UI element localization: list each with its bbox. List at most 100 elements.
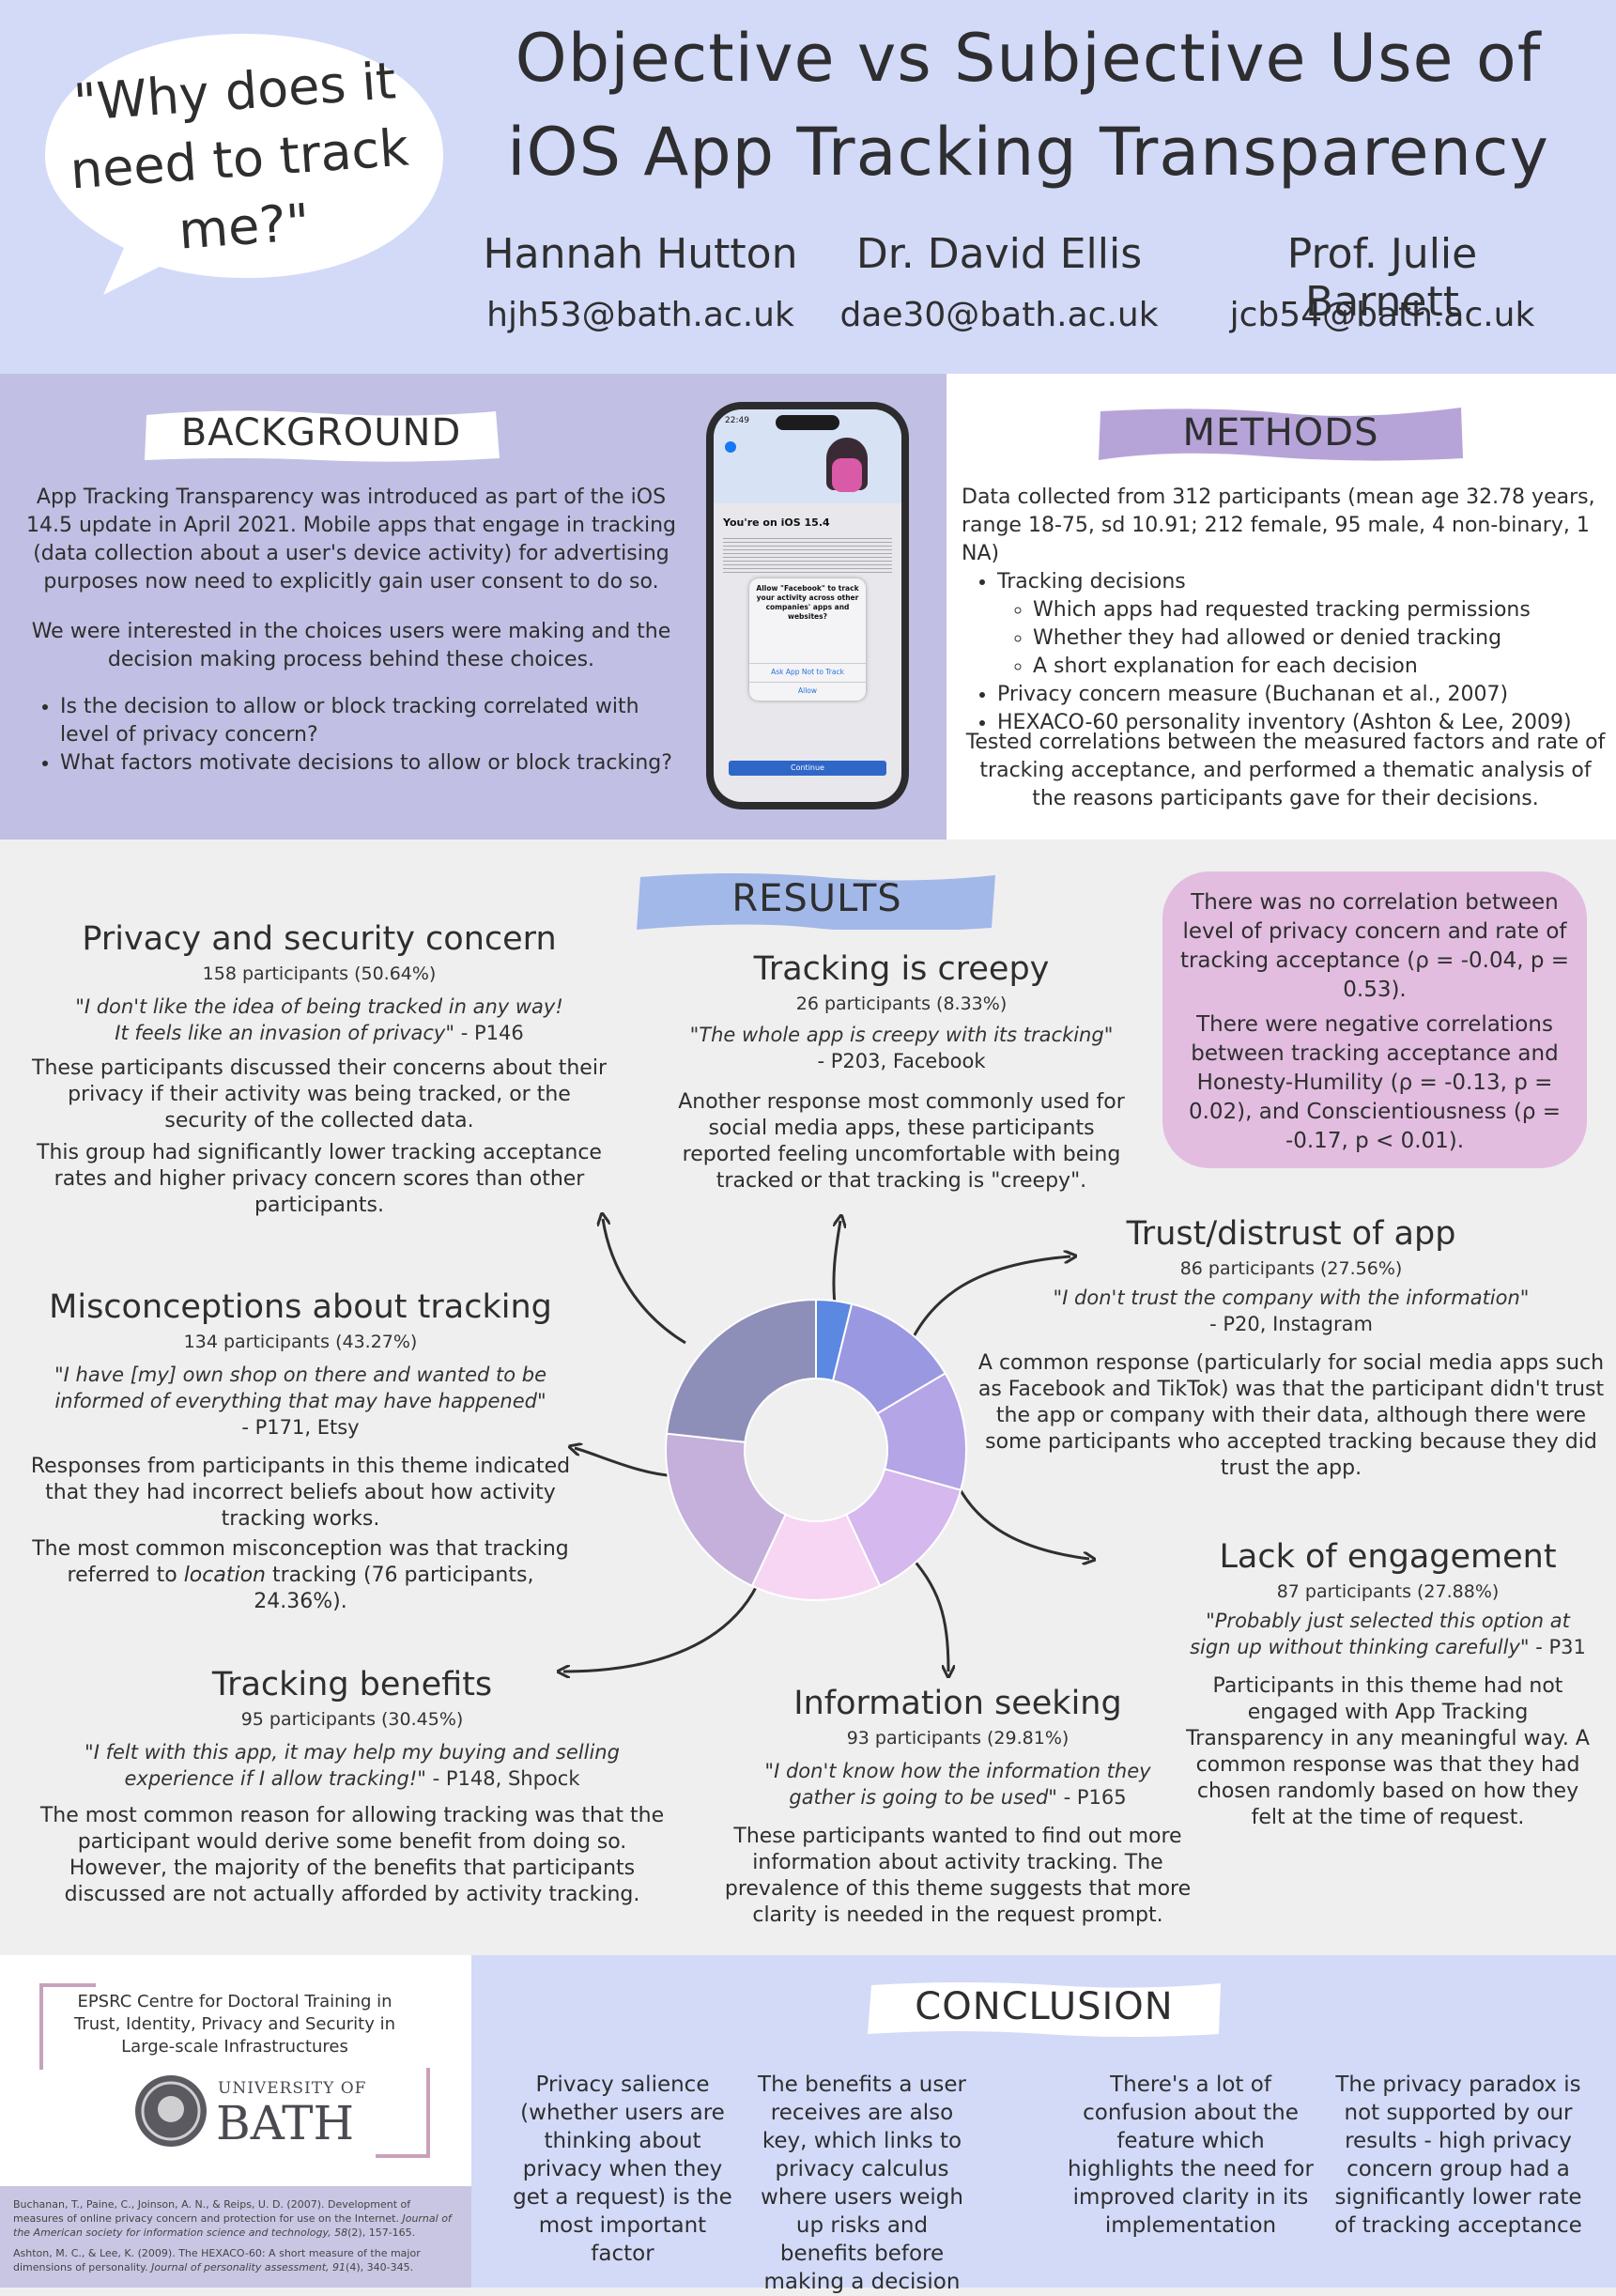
methods-item: Tracking decisions Which apps had reques… <box>997 568 1609 681</box>
ask-not-to-track-button[interactable]: Ask App Not to Track <box>749 663 866 676</box>
conclusion-point: There's a lot of confusion about the fea… <box>1068 2073 1314 2238</box>
continue-button[interactable]: Continue <box>729 761 886 776</box>
conclusion-heading-brush <box>868 1982 1221 2037</box>
cdt-text: EPSRC Centre for Doctoral Training in Tr… <box>74 1992 395 2057</box>
theme-attribution: - P171, Etsy <box>241 1416 360 1439</box>
arrow-engagement <box>947 1462 1089 1559</box>
allow-button[interactable]: Allow <box>749 682 866 695</box>
theme-description: Another response most commonly used for … <box>678 1090 1125 1193</box>
theme-information: Information seeking 93 participants (29.… <box>695 1685 1221 1929</box>
donut-chart <box>665 1298 967 1601</box>
donut-diagram <box>526 1202 1183 1728</box>
results-heading-brush <box>637 873 995 930</box>
conclusion-point: The benefits a user receives are also ke… <box>758 2073 966 2294</box>
theme-quote: "I don't like the idea of being tracked … <box>75 995 563 1044</box>
conclusion-point: The privacy paradox is not supported by … <box>1334 2073 1582 2238</box>
methods-subitem: Whether they had allowed or denied track… <box>1033 624 1609 653</box>
arrow-creepy <box>832 1221 840 1314</box>
reference-1: Buchanan, T., Paine, C., Joinson, A. N.,… <box>13 2198 452 2239</box>
theme-quote: "I don't trust the company with the info… <box>1053 1287 1530 1309</box>
arrow-privacy <box>603 1219 686 1345</box>
donut-segment-privacy <box>665 1298 817 1443</box>
correlation-text-1: There was no correlation between level o… <box>1179 890 1570 1002</box>
theme-finding: This group had significantly lower track… <box>37 1141 602 1217</box>
theme-title: Trust/distrust of app <box>1126 1215 1456 1253</box>
theme-attribution: - P203, Facebook <box>817 1050 986 1072</box>
question-item: Is the decision to allow or block tracki… <box>60 693 676 749</box>
university-name-line1: UNIVERSITY OF <box>218 2079 367 2098</box>
theme-count: 134 participants (43.27%) <box>183 1332 418 1352</box>
theme-trust: Trust/distrust of app 86 participants (2… <box>977 1215 1606 1482</box>
frame-line <box>376 2154 430 2158</box>
phone-screen-title: You're on iOS 15.4 <box>723 516 830 529</box>
dialog-title: Allow "Facebook" to track your activity … <box>756 584 859 621</box>
theme-quote: "Probably just selected this option at s… <box>1190 1610 1586 1658</box>
theme-quote: "I don't know how the information they g… <box>764 1760 1151 1809</box>
theme-description: A common response (particularly for soci… <box>977 1351 1605 1480</box>
theme-misconceptions: Misconceptions about tracking 134 partic… <box>19 1288 582 1615</box>
university-crest-icon <box>135 2075 207 2147</box>
methods-heading: METHODS <box>1182 411 1379 455</box>
theme-creepy: Tracking is creepy 26 participants (8.33… <box>648 950 1155 1194</box>
poster-title: Objective vs Subjective Use of iOS App T… <box>451 11 1606 199</box>
theme-title: Privacy and security concern <box>82 920 557 958</box>
arrow-benefits <box>563 1577 762 1672</box>
conclusion-heading: CONCLUSION <box>915 1985 1174 2028</box>
results-heading: RESULTS <box>731 877 902 920</box>
frame-line <box>39 1983 96 1987</box>
title-line-1: Objective vs Subjective Use of <box>515 20 1542 97</box>
background-questions: Is the decision to allow or block tracki… <box>28 693 676 778</box>
phone-screen: 22:49 You're on iOS 15.4 Allow "Facebook… <box>714 409 901 802</box>
theme-quote: "I have [my] own shop on there and wante… <box>54 1364 546 1412</box>
methods-heading-brush <box>1099 408 1463 461</box>
theme-description: Participants in this theme had not engag… <box>1186 1674 1590 1829</box>
theme-count: 26 participants (8.33%) <box>795 994 1008 1014</box>
university-name-line2: BATH <box>216 2096 355 2150</box>
tracking-dialog: Allow "Facebook" to track your activity … <box>749 578 866 701</box>
theme-description: The most common reason for allowing trac… <box>39 1804 665 1906</box>
theme-privacy: Privacy and security concern 158 partici… <box>28 920 610 1219</box>
reference-2: Ashton, M. C., & Lee, K. (2009). The HEX… <box>13 2247 421 2273</box>
theme-attribution: - P20, Instagram <box>1209 1313 1373 1335</box>
arrow-misconceptions <box>575 1448 679 1478</box>
author-name: Prof. Julie Barnett <box>1286 230 1478 326</box>
theme-title: Information seeking <box>793 1685 1122 1722</box>
frame-line <box>39 1983 43 2070</box>
methods-item: HEXACO-60 personality inventory (Ashton … <box>997 709 1609 737</box>
author-email: dae30@bath.ac.uk <box>839 296 1159 334</box>
arrow-information <box>904 1549 948 1672</box>
theme-count: 158 participants (50.64%) <box>202 963 437 984</box>
background-para-2: We were interested in the choices users … <box>31 620 671 671</box>
author-name: Dr. David Ellis <box>855 230 1143 278</box>
correlation-box <box>1162 871 1587 1168</box>
phone-notch <box>776 415 839 430</box>
references <box>0 2186 471 2288</box>
background-heading-brush <box>145 410 500 462</box>
methods-subitem: A short explanation for each decision <box>1033 653 1609 681</box>
correlation-text-2: There were negative correlations between… <box>1188 1012 1562 1153</box>
theme-title: Misconceptions about tracking <box>49 1288 552 1326</box>
speech-bubble <box>45 34 443 295</box>
methods-intro: Data collected from 312 participants (me… <box>962 485 1595 565</box>
frame-line <box>426 2068 430 2158</box>
theme-count: 93 participants (29.81%) <box>846 1728 1070 1749</box>
phone-body-text <box>723 535 892 573</box>
background-heading: BACKGROUND <box>180 411 462 455</box>
title-line-2: iOS App Tracking Transparency <box>507 114 1549 191</box>
arrow-trust <box>904 1256 1070 1353</box>
methods-subitem: Which apps had requested tracking permis… <box>1033 596 1609 624</box>
theme-title: Lack of engagement <box>1219 1538 1557 1576</box>
author-email: jcb54@bath.ac.uk <box>1229 296 1535 334</box>
methods-body: Data collected from 312 participants (me… <box>962 484 1609 737</box>
theme-benefits: Tracking benefits 95 participants (30.45… <box>28 1666 676 1908</box>
theme-count: 95 participants (30.45%) <box>240 1709 464 1730</box>
bubble-quote: "Why does it need to track me?" <box>68 51 411 261</box>
theme-title: Tracking is creepy <box>753 950 1050 988</box>
facebook-icon <box>725 441 736 453</box>
methods-item-label: Tracking decisions <box>997 570 1186 593</box>
donut-segment-misconceptions <box>665 1432 787 1588</box>
theme-finding: The most common misconception was that t… <box>32 1537 569 1613</box>
theme-description: Responses from participants in this them… <box>30 1455 571 1531</box>
methods-item: Privacy concern measure (Buchanan et al.… <box>997 681 1609 709</box>
conclusion-point: Privacy salience (whether users are thin… <box>513 2073 732 2266</box>
